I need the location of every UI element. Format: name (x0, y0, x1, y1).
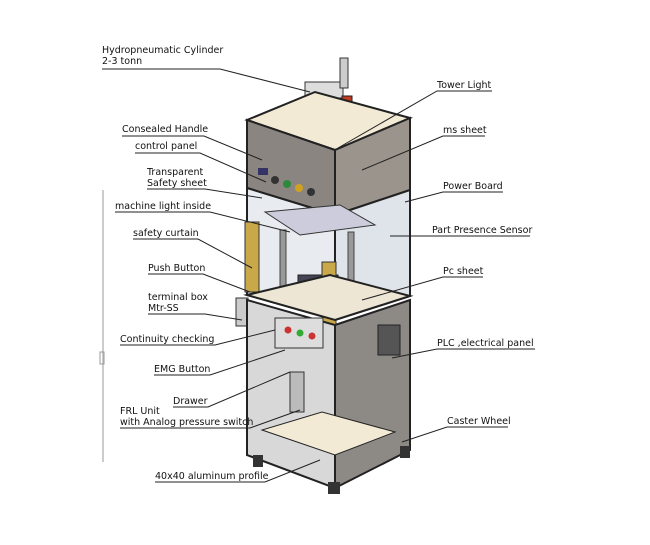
label-emg-button: EMG Button (154, 364, 210, 375)
label-push-button: Push Button (148, 263, 205, 274)
label-line: 40x40 aluminum profile (155, 471, 269, 482)
label-line: Push Button (148, 263, 206, 274)
label-safety-curtain: safety curtain (133, 228, 199, 239)
label-line: Hydropneumatic Cylinder (102, 45, 224, 56)
label-line: Caster Wheel (447, 416, 511, 427)
label-machine-light-inside: machine light inside (115, 201, 211, 212)
label-consealed-handle: Consealed Handle (122, 124, 208, 135)
label-line: terminal box (148, 292, 208, 303)
label-line: Power Board (443, 181, 503, 192)
label-line: PLC ,electrical panel (437, 338, 534, 349)
leader-lines (102, 68, 535, 483)
label-line: machine light inside (115, 201, 212, 212)
label-ms-sheet: ms sheet (443, 125, 487, 136)
label-line: with Analog pressure switch (120, 417, 254, 428)
label-line: 2-3 tonn (102, 56, 143, 67)
label-caster-wheel: Caster Wheel (447, 416, 511, 427)
label-line: Part Presence Sensor (432, 225, 533, 236)
safety-curtain-left (244, 221, 260, 293)
label-line: Safety sheet (147, 178, 207, 189)
label-tower-light: Tower Light (437, 80, 491, 91)
label-aluminum-profile: 40x40 aluminum profile (155, 471, 269, 482)
label-control-panel: control panel (135, 141, 197, 152)
label-line: Transparent (147, 167, 204, 178)
label-line: Mtr-SS (148, 303, 179, 314)
label-line: ms sheet (443, 125, 487, 136)
label-line: FRL Unit (120, 406, 160, 417)
label-line: Drawer (173, 396, 208, 407)
label-line: Tower Light (437, 80, 492, 91)
margin-bracket (99, 351, 105, 365)
label-plc-electrical-panel: PLC ,electrical panel (437, 338, 534, 349)
label-line: Continuity checking (120, 334, 215, 345)
label-line: Consealed Handle (122, 124, 209, 135)
label-pc-sheet: Pc sheet (443, 266, 483, 277)
label-line: safety curtain (133, 228, 199, 239)
label-continuity-checking: Continuity checking (120, 334, 214, 345)
label-line: control panel (135, 141, 198, 152)
label-line: EMG Button (154, 364, 211, 375)
label-line: Pc sheet (443, 266, 484, 277)
label-part-presence-sensor: Part Presence Sensor (432, 225, 532, 236)
label-drawer: Drawer (173, 396, 208, 407)
label-power-board: Power Board (443, 181, 503, 192)
